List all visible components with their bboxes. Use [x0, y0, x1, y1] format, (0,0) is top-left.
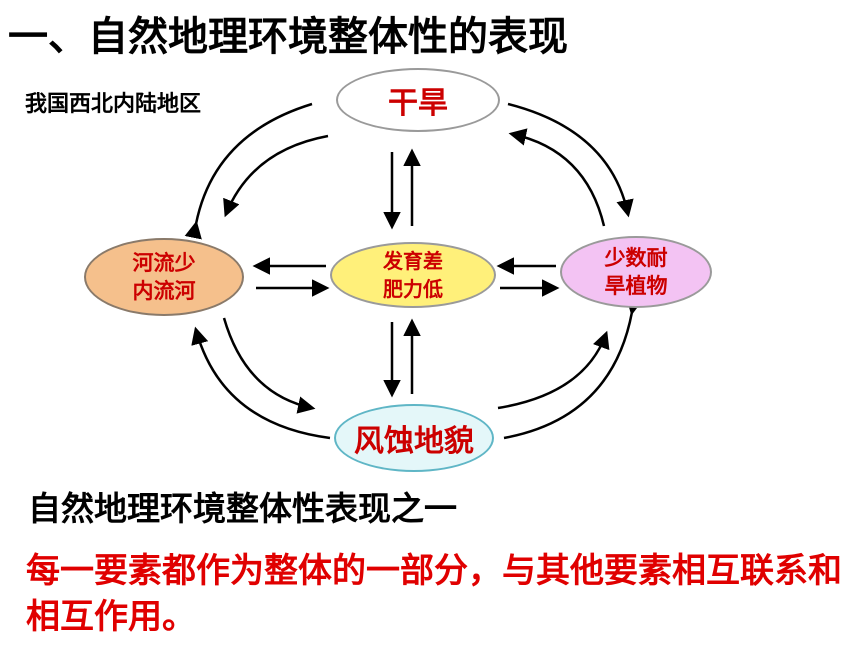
node-soil: 发育差 肥力低: [330, 242, 496, 308]
arrow-rivers-to-landform: [222, 317, 316, 414]
arrow-plants-to-drought: [508, 128, 606, 227]
arrow-drought-to-plants: [507, 102, 634, 218]
node-plants-line1: 少数耐: [604, 246, 668, 270]
node-rivers-line1: 河流少: [132, 251, 196, 275]
arrow-rivers-to-drought: [223, 134, 329, 218]
page-title: 一、自然地理环境整体性的表现: [8, 14, 568, 60]
summary-text: 自然地理环境整体性表现之一: [28, 489, 457, 528]
node-rivers-line2: 内流河: [132, 279, 196, 303]
node-drought: 干旱: [336, 68, 500, 132]
principle-text: 每一要素都作为整体的一部分，与其他要素相互联系和相互作用。: [26, 551, 842, 637]
arrow-drought-to-rivers: [184, 102, 313, 240]
node-soil-line2: 肥力低: [383, 277, 443, 301]
node-plants: 少数耐 旱植物: [560, 236, 712, 308]
arrow-landform-to-plants: [503, 296, 644, 440]
node-soil-line1: 发育差: [383, 249, 443, 273]
node-rivers: 河流少 内流河: [84, 238, 244, 316]
node-drought-label: 干旱: [388, 86, 448, 121]
arrow-plants-to-landform: [497, 330, 610, 410]
arrow-landform-to-rivers: [191, 326, 331, 440]
node-landform-label: 风蚀地貌: [354, 424, 474, 459]
region-label: 我国西北内陆地区: [25, 92, 202, 117]
node-plants-line2: 旱植物: [604, 274, 668, 298]
node-landform: 风蚀地貌: [334, 404, 494, 472]
